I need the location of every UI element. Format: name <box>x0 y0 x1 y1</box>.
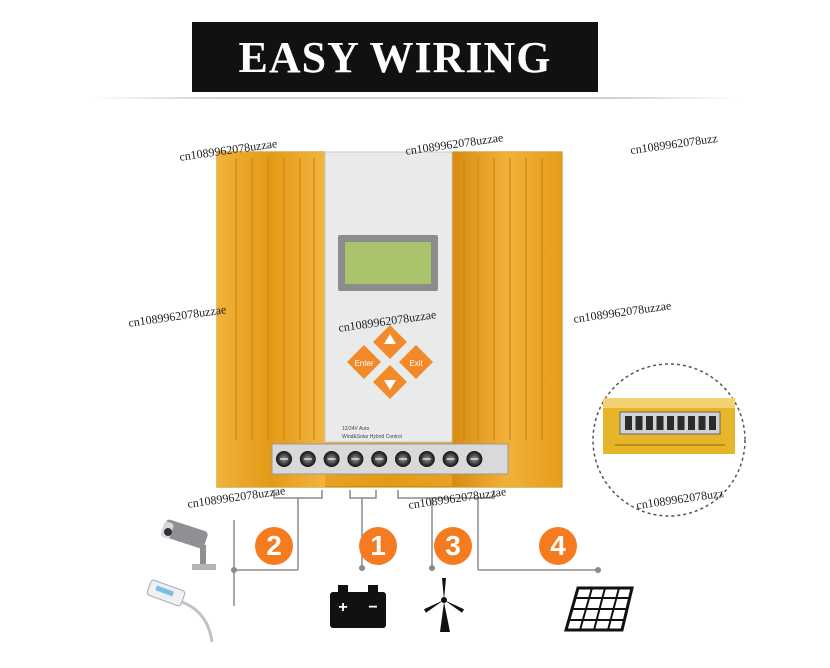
charge-controller: Enter Exit 12/24V Auto Wind&Solar Hybrid… <box>216 151 563 488</box>
inset-terminal <box>635 416 643 430</box>
wiring-lines <box>233 490 598 606</box>
terminal-block <box>276 451 483 467</box>
terminal-closeup-inset <box>592 363 746 517</box>
security-camera-icon <box>160 519 216 570</box>
exit-button <box>399 345 433 379</box>
enter-label: Enter <box>354 359 373 368</box>
inset-terminal <box>698 416 706 430</box>
step-1-badge: 1 <box>359 527 397 565</box>
battery-icon: + − <box>330 585 386 628</box>
divider-line <box>90 97 740 99</box>
title-banner: EASY WIRING <box>192 22 598 92</box>
banner-title: EASY WIRING <box>238 32 552 82</box>
inset-terminal <box>667 416 674 430</box>
step-4-badge: 4 <box>539 527 577 565</box>
exit-label: Exit <box>409 359 423 368</box>
inset-terminal <box>646 416 653 430</box>
inset-terminal <box>709 416 716 430</box>
inset-terminal <box>656 416 664 430</box>
solar-panel-icon <box>564 586 634 632</box>
control-buttons <box>347 325 433 399</box>
inset-terminal <box>688 416 695 430</box>
battery-minus: − <box>368 599 377 616</box>
inset-terminal <box>625 416 632 430</box>
enter-button <box>347 345 381 379</box>
lcd-screen <box>345 242 431 284</box>
spec-line-2: Wind&Solar Hybrid Control <box>342 434 402 440</box>
wind-turbine-icon <box>423 578 465 632</box>
step-2-badge: 2 <box>255 527 293 565</box>
inset-terminal <box>677 416 685 430</box>
street-light-icon <box>146 579 214 643</box>
step-3-badge: 3 <box>434 527 472 565</box>
battery-plus: + <box>338 599 347 616</box>
spec-line-1: 12/24V Auto <box>342 426 369 432</box>
